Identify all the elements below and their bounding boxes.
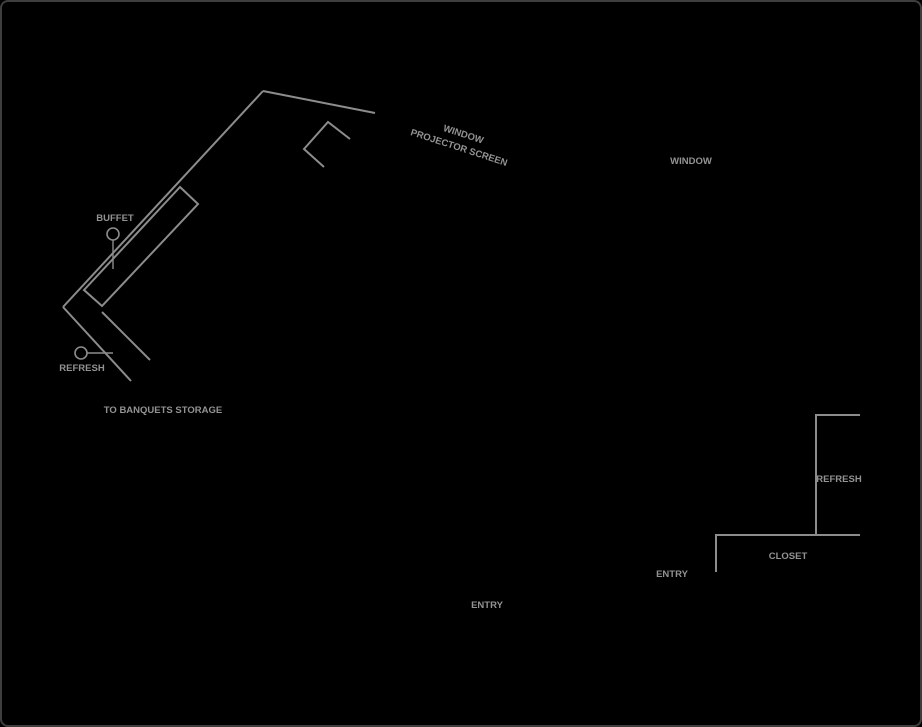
closet-entry-walls <box>715 534 860 572</box>
label-refresh-west: REFRESH <box>59 363 105 374</box>
podium-outline <box>302 120 351 168</box>
wall-corridor-inner <box>101 311 151 361</box>
wall-corridor-outer <box>62 306 132 382</box>
label-window-projector-screen: WINDOW PROJECTOR SCREEN <box>409 123 509 169</box>
refresh-alcove-walls <box>815 414 860 535</box>
wall-top-window-side <box>262 90 376 114</box>
label-entry-south: ENTRY <box>471 600 504 611</box>
label-entry-east: ENTRY <box>656 569 689 580</box>
label-closet: CLOSET <box>769 551 808 562</box>
buffet-callout-circle <box>106 227 120 241</box>
label-buffet: BUFFET <box>96 213 134 224</box>
refresh-callout-circle <box>74 346 88 360</box>
label-refresh-east: REFRESH <box>816 474 862 485</box>
label-window-north: WINDOW <box>670 156 712 167</box>
label-to-banquets-storage: TO BANQUETS STORAGE <box>104 405 222 416</box>
wall-main-diagonal <box>62 90 264 308</box>
buffet-table-outline <box>82 185 200 308</box>
